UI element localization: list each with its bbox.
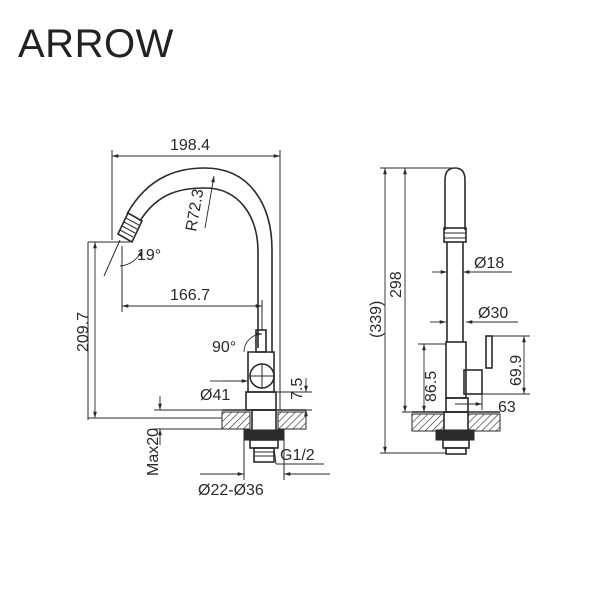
dim-handle-height: 86.5 bbox=[423, 371, 440, 402]
front-countertop-right bbox=[467, 413, 501, 432]
dim-overall-height: 298 bbox=[388, 271, 405, 298]
dim-spout-diameter: Ø18 bbox=[474, 255, 504, 272]
dim-angle: 19° bbox=[137, 247, 161, 264]
dim-body-diameter: Ø30 bbox=[478, 305, 508, 322]
mounting-nut bbox=[243, 429, 285, 441]
dim-max-deck: Max20 bbox=[145, 428, 162, 476]
dim-reach: 166.7 bbox=[170, 287, 210, 304]
front-view: (339) 298 Ø18 Ø30 86.5 69.9 63 bbox=[368, 167, 530, 455]
dim-depth: 63 bbox=[498, 399, 516, 416]
dim-base-diameter: Ø41 bbox=[200, 387, 230, 404]
dim-thread: G1/2 bbox=[280, 447, 315, 464]
front-mounting-nut bbox=[435, 429, 475, 441]
front-handle bbox=[463, 369, 483, 395]
spout-inner bbox=[139, 187, 259, 348]
handle-lever bbox=[247, 329, 275, 393]
dim-height: 209.7 bbox=[75, 312, 92, 352]
spout-outer bbox=[126, 167, 273, 353]
dim-hole-range: Ø22-Ø36 bbox=[198, 482, 264, 499]
dim-lever-height: 69.9 bbox=[508, 355, 525, 386]
dim-rotation: 90° bbox=[212, 339, 236, 356]
countertop-right bbox=[277, 411, 307, 430]
front-spout bbox=[444, 167, 466, 230]
front-aerator bbox=[443, 227, 467, 243]
dim-width: 198.4 bbox=[170, 137, 210, 154]
brand-logo: ARROW bbox=[18, 22, 174, 66]
base-collar bbox=[245, 391, 277, 411]
dim-radius: R72.3 bbox=[183, 188, 207, 233]
countertop-left bbox=[221, 411, 251, 430]
side-view: 198.4 R72.3 19° 166.7 209.7 90° Ø41 7.5 bbox=[75, 137, 330, 499]
aerator-nozzle bbox=[116, 211, 144, 244]
front-countertop-left bbox=[411, 413, 445, 432]
front-body bbox=[445, 341, 467, 399]
dim-base-thickness: 7.5 bbox=[289, 378, 306, 400]
shank bbox=[251, 409, 277, 433]
dim-total-height: (339) bbox=[368, 301, 385, 338]
front-base-collar bbox=[445, 397, 469, 413]
